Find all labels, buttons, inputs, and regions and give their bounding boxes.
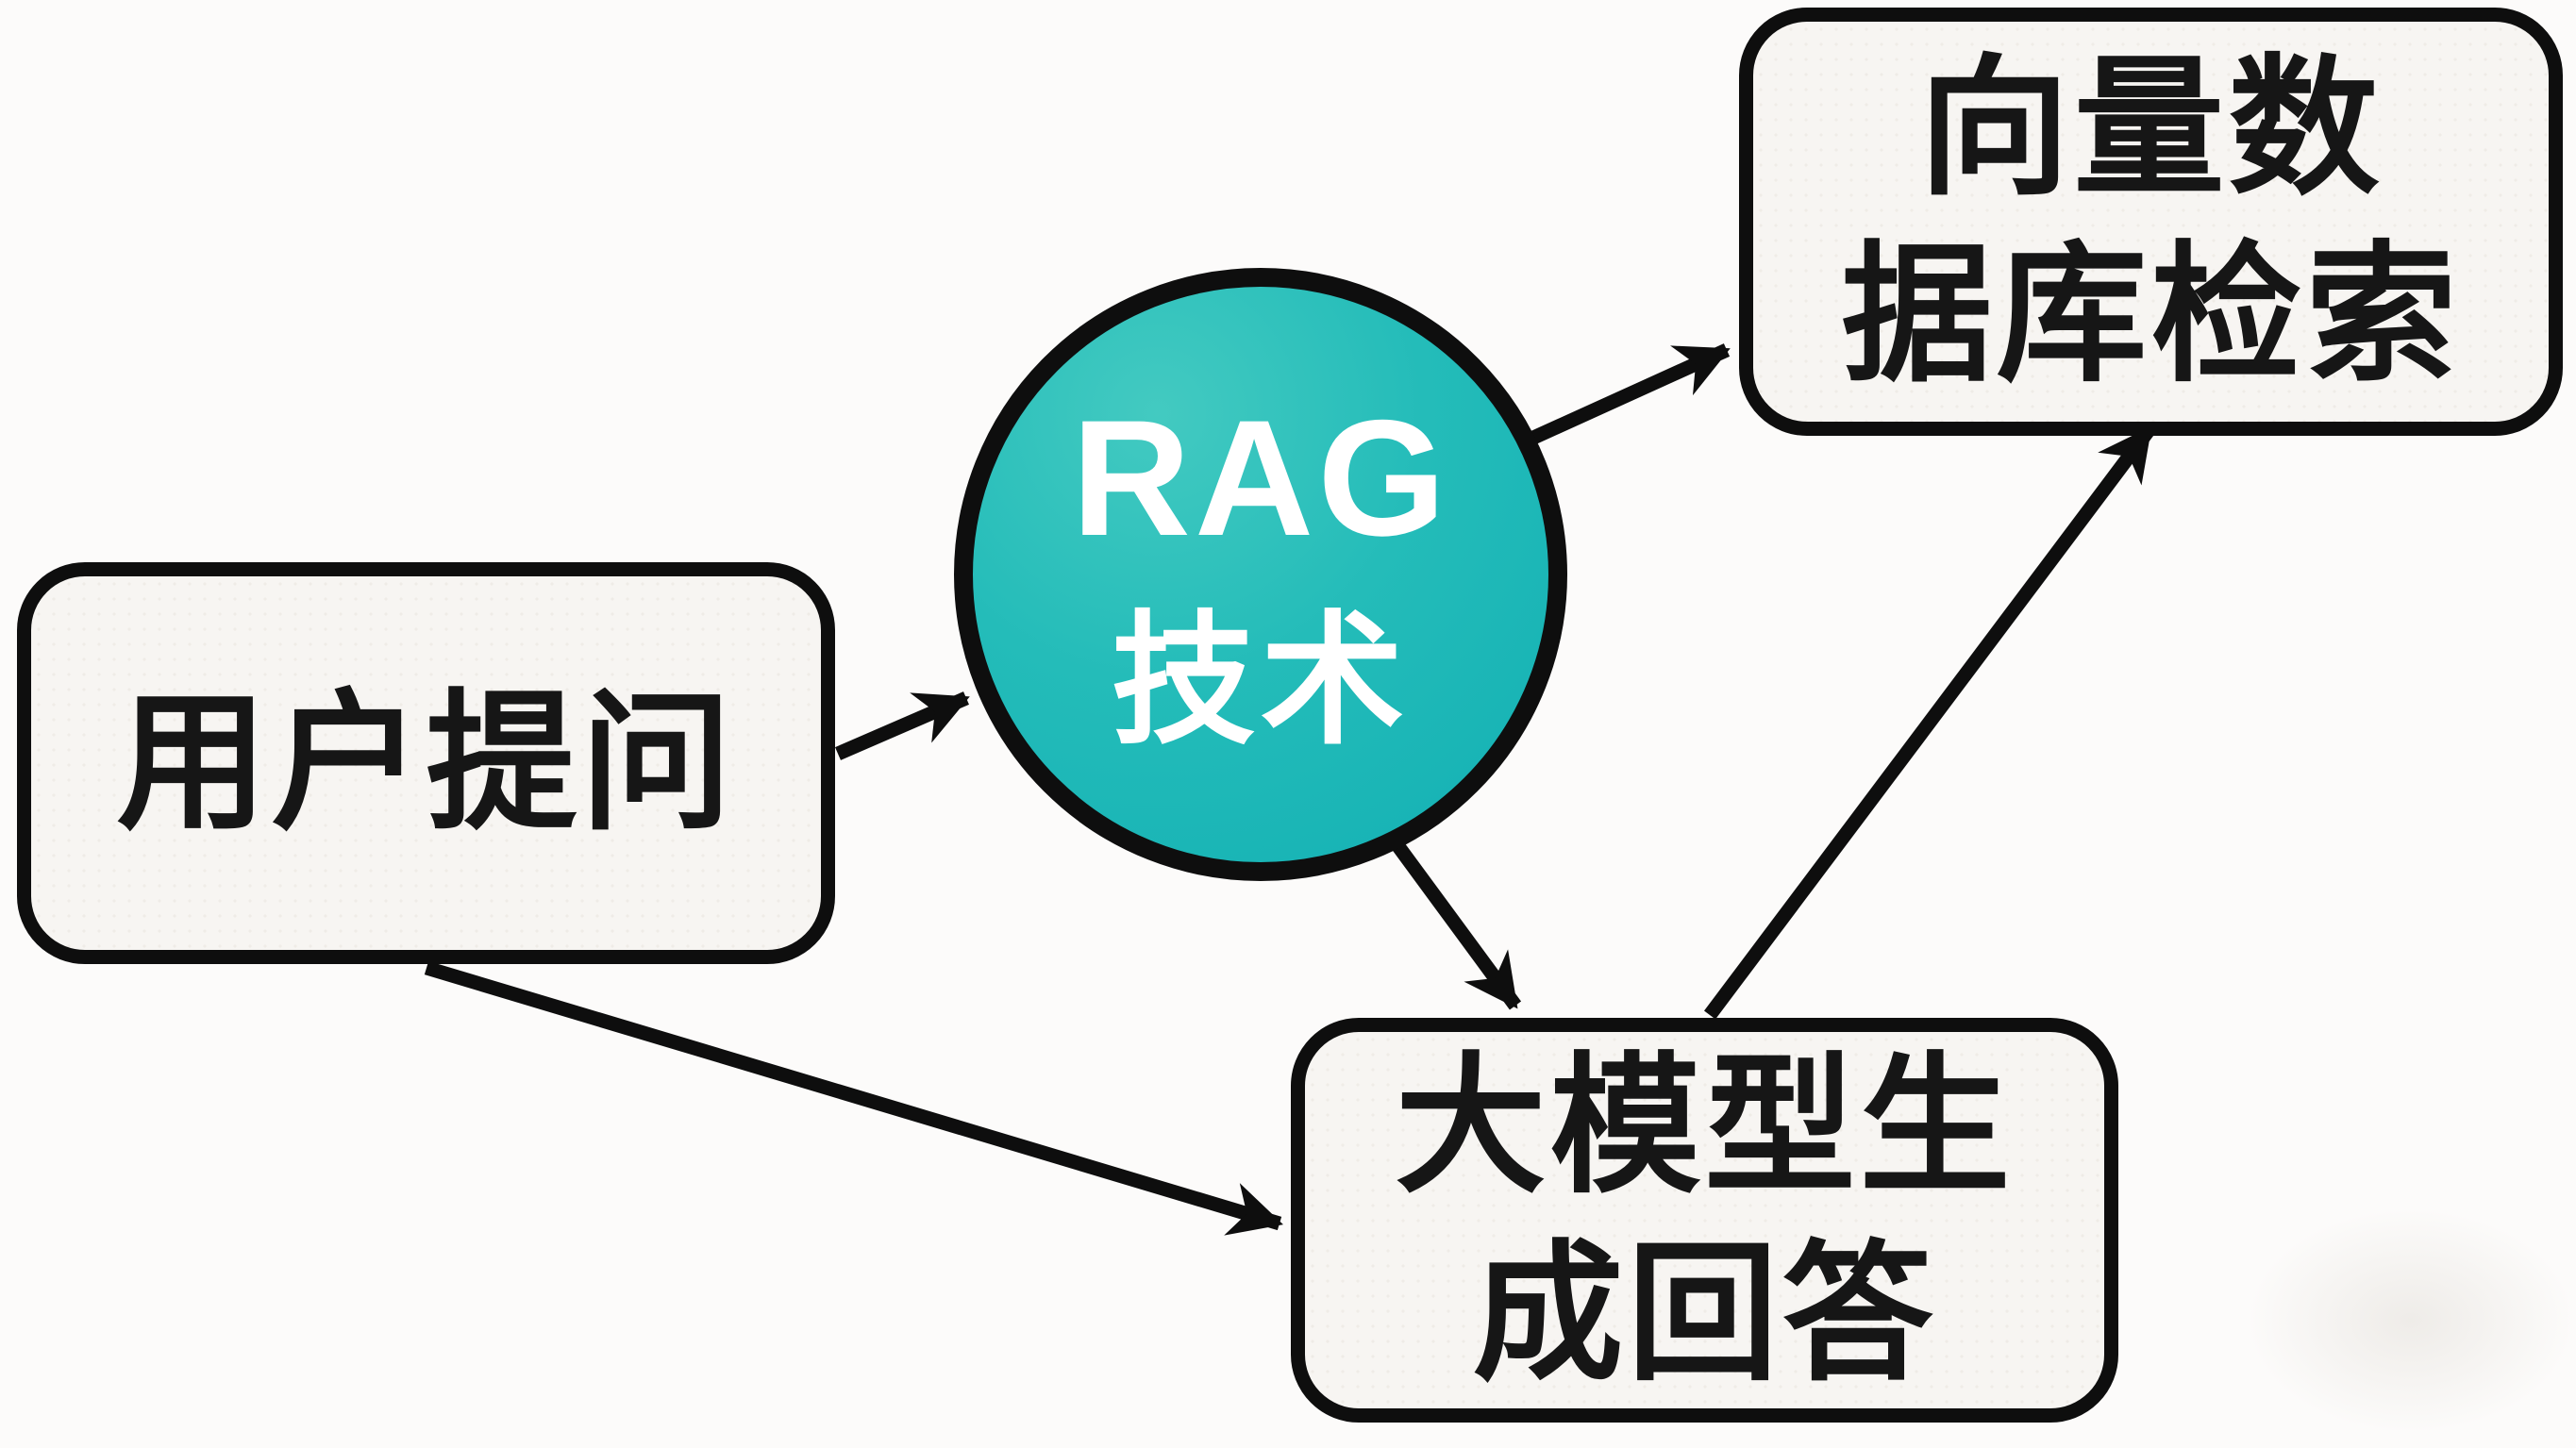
- node-vector-db-retrieval: 向量数 据库检索: [1739, 8, 2563, 436]
- edge-llm-to-vector-db-arrow: [1704, 424, 2155, 1020]
- edge-user-to-rag-arrow: [835, 691, 970, 760]
- node-llm-label-line2: 成回答: [1472, 1228, 1937, 1398]
- node-user-question-label: 用户提问: [116, 677, 736, 847]
- node-vector-db-label-line2: 据库检索: [1841, 230, 2461, 399]
- node-user-question: 用户提问: [17, 562, 835, 964]
- edge-rag-to-llm-arrow: [1370, 812, 1522, 1010]
- node-llm-generate-answer: 大模型生 成回答: [1291, 1018, 2118, 1423]
- node-llm-label-line1: 大模型生: [1395, 1041, 2015, 1211]
- node-rag-technology: RAG 技术: [954, 268, 1567, 881]
- node-vector-db-label-line1: 向量数: [1918, 42, 2384, 212]
- node-rag-label-line1: RAG: [1071, 387, 1450, 572]
- edge-rag-to-vector-db-arrow: [1498, 343, 1731, 458]
- edge-user-to-llm-arrow: [424, 960, 1283, 1236]
- node-rag-label-line2: 技术: [1112, 600, 1410, 761]
